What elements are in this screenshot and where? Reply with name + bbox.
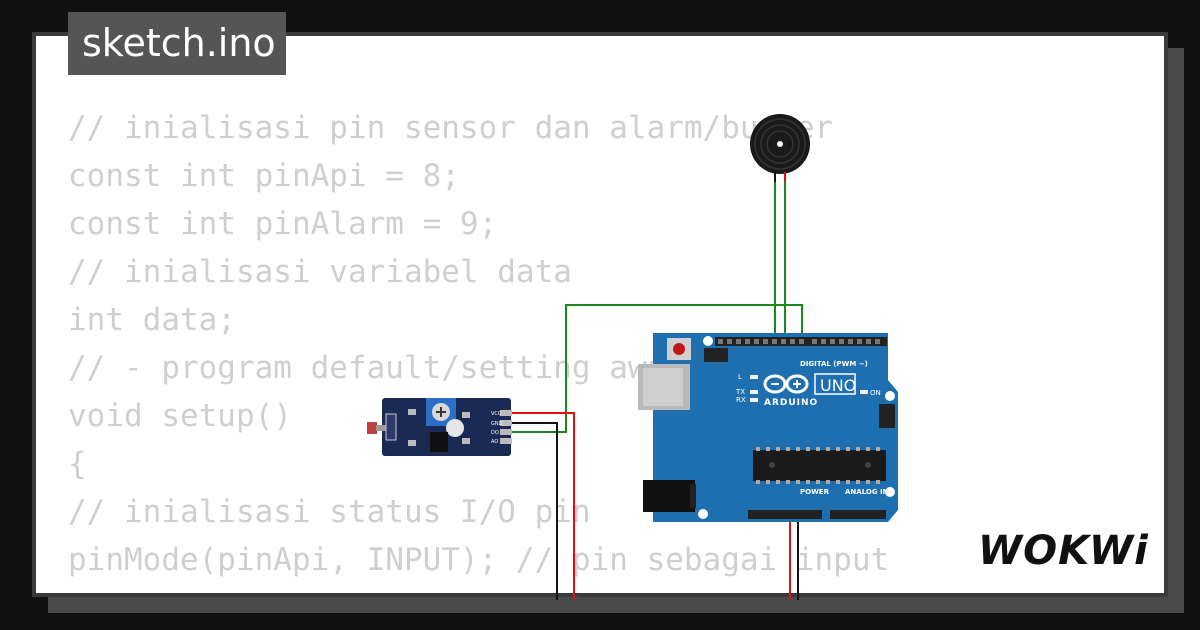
board-model: UNO [820, 376, 856, 395]
arduino-uno-board: DIGITAL (PWM ~) L TX RX ON UNO ARDUINO [638, 333, 898, 522]
arduino-infinity-icon [763, 374, 809, 394]
sensor-pin-gnd: GND [491, 421, 503, 427]
sensor-pin-do: DO [491, 430, 499, 436]
code-line: pinMode(pinApi, INPUT); // pin sebagai i… [68, 542, 890, 578]
digital-label: DIGITAL (PWM ~) [800, 360, 868, 368]
led-l-label: L [738, 373, 742, 381]
wokwi-logo: WOKWi [978, 528, 1149, 574]
wires [512, 178, 803, 600]
analog-label: ANALOG IN [845, 488, 889, 496]
flame-sensor-module: VCC GND DO AO [367, 398, 512, 456]
code-line: pinMode(pinAlarm, OUTPUT); // pin sebaga… [68, 584, 964, 593]
code-line: // inialisasi variabel data [68, 254, 572, 290]
buzzer [750, 114, 810, 182]
file-name-tab: sketch.ino [68, 12, 286, 75]
wire-sensor-vcc [512, 412, 575, 600]
code-line: int data; [68, 302, 236, 338]
code-line: const int pinAlarm = 9; [68, 206, 498, 242]
code-line: // inialisasi status I/O pin [68, 494, 591, 530]
code-line: { [68, 446, 87, 482]
led-on-label: ON [870, 389, 881, 397]
wire-sensor-gnd [512, 422, 558, 600]
power-label: POWER [800, 488, 830, 496]
board-brand: ARDUINO [764, 398, 818, 408]
wire-sensor-do [512, 304, 803, 433]
sensor-pin-ao: AO [491, 439, 498, 445]
preview-card: // inialisasi pin sensor dan alarm/buzze… [32, 32, 1168, 597]
code-line: void setup() [68, 398, 292, 434]
led-tx-label: TX [735, 388, 745, 396]
led-rx-label: RX [736, 396, 746, 404]
code-line: // inialisasi pin sensor dan alarm/buzze… [68, 110, 834, 146]
code-line: const int pinApi = 8; [68, 158, 460, 194]
sensor-pin-vcc: VCC [491, 411, 502, 417]
